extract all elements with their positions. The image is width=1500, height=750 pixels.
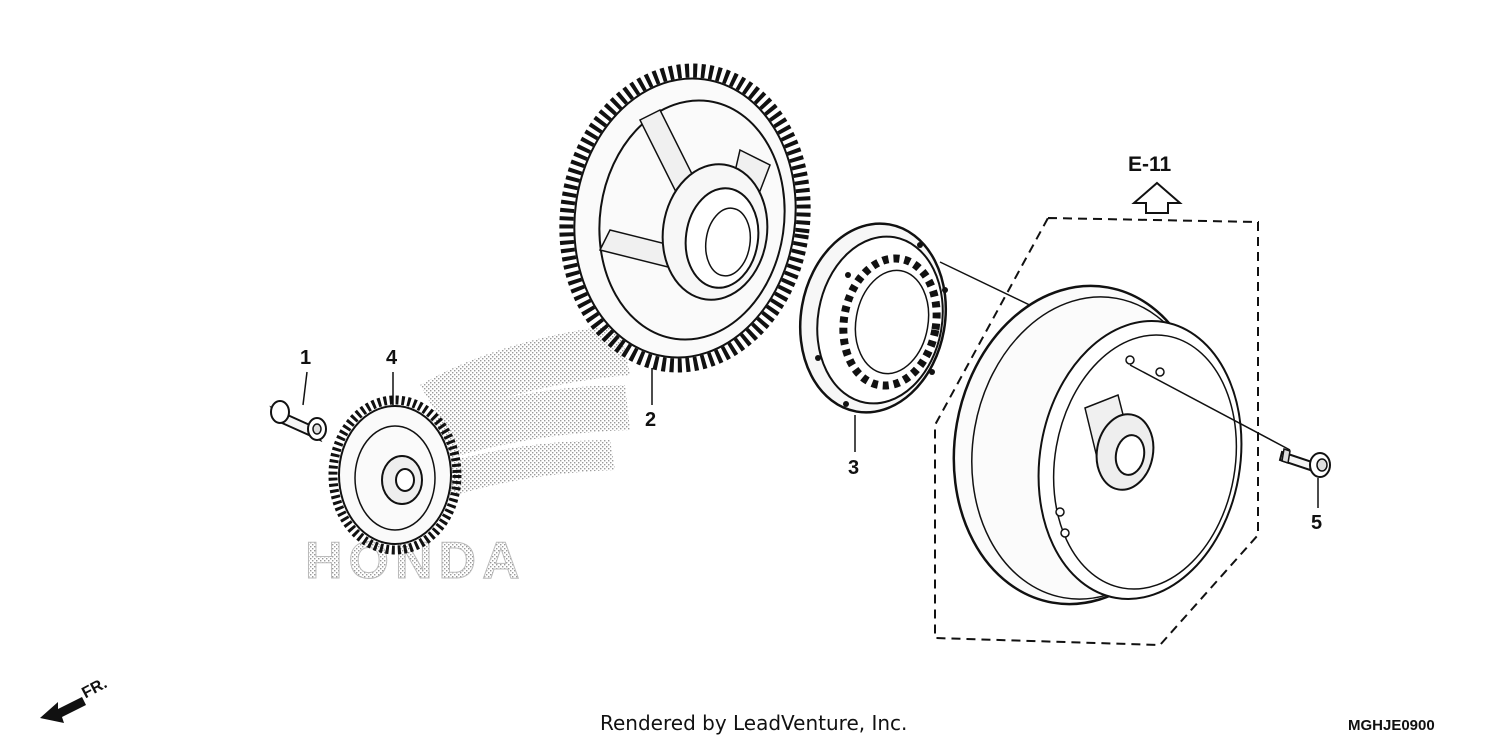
callout-5[interactable]: 5 bbox=[1311, 512, 1323, 534]
callout-1[interactable]: 1 bbox=[300, 347, 312, 369]
up-arrow-icon bbox=[1131, 181, 1183, 214]
credit-text: Rendered by LeadVenture, Inc. bbox=[600, 711, 908, 735]
reference-label[interactable]: E-11 bbox=[1128, 153, 1172, 176]
part-4-reduction-gear[interactable] bbox=[328, 395, 462, 555]
honda-wing-icon bbox=[405, 325, 630, 500]
callout-2[interactable]: 2 bbox=[645, 409, 657, 431]
part-5-bolt[interactable] bbox=[1278, 448, 1331, 478]
assembly-line-5 bbox=[1129, 364, 1291, 451]
reference-boundary bbox=[934, 216, 1259, 647]
callout-4[interactable]: 4 bbox=[386, 347, 398, 369]
part-2-starter-driven-gear[interactable] bbox=[548, 55, 823, 381]
leader-line-1 bbox=[302, 371, 308, 406]
honda-wordmark: HONDA bbox=[305, 532, 526, 590]
part-3-starter-clutch[interactable] bbox=[786, 212, 961, 424]
callout-3[interactable]: 3 bbox=[848, 457, 860, 479]
flywheel-assembly[interactable] bbox=[929, 266, 1263, 625]
fr-arrow-icon bbox=[40, 697, 86, 723]
part-1-collar[interactable] bbox=[269, 400, 327, 443]
diagram-code: MGHJE0900 bbox=[1348, 717, 1435, 734]
assembly-line-3 bbox=[939, 261, 1041, 311]
